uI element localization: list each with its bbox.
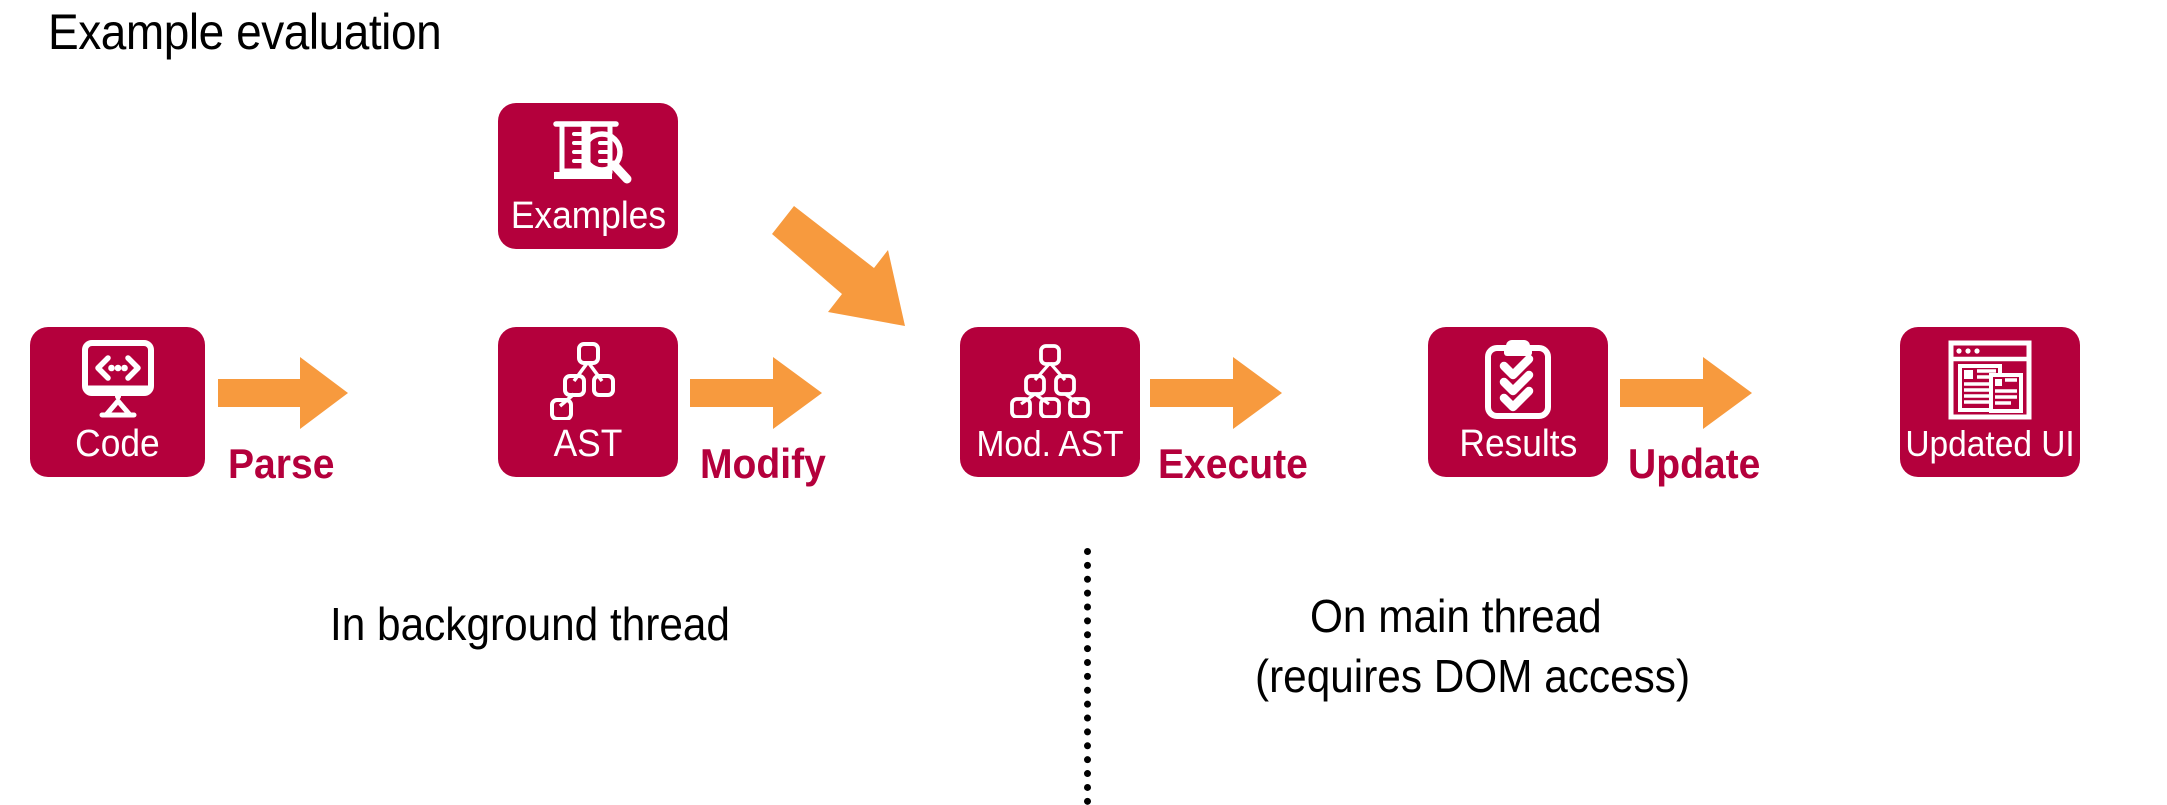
arrow-update (1620, 357, 1752, 429)
arrow-label-parse: Parse (228, 440, 335, 487)
node-box-mod-ast[interactable]: Mod. AST (960, 327, 1140, 477)
node-box-ast[interactable]: AST (498, 327, 678, 477)
node-box-updated-ui[interactable]: Updated UI (1900, 327, 2080, 477)
node-box-examples[interactable]: Examples (498, 103, 678, 249)
node-label-examples: Examples (510, 195, 666, 237)
node-box-results[interactable]: Results (1428, 327, 1608, 477)
node-label-results: Results (1459, 423, 1577, 465)
tree-large-icon (960, 327, 1140, 423)
arrow-examples-to-mod-ast (770, 198, 930, 330)
annotation-dom-access: (requires DOM access) (1255, 650, 1691, 702)
node-box-code[interactable]: Code (30, 327, 205, 477)
node-label-updated-ui: Updated UI (1905, 423, 2075, 464)
tree-small-icon (498, 327, 678, 423)
clipboard-checklist-icon (1428, 327, 1608, 423)
thread-divider-dotted-line (1084, 548, 1091, 805)
arrow-parse (218, 357, 348, 429)
monitor-code-icon (30, 327, 205, 423)
node-label-code: Code (75, 423, 160, 465)
node-label-mod-ast: Mod. AST (976, 423, 1124, 464)
node-label-ast: AST (553, 423, 623, 465)
page-title: Example evaluation (48, 4, 442, 60)
arrow-modify (690, 357, 822, 429)
arrow-label-execute: Execute (1158, 440, 1308, 487)
annotation-background-thread: In background thread (330, 598, 730, 650)
annotation-main-thread: On main thread (1310, 590, 1602, 642)
arrow-execute (1150, 357, 1282, 429)
arrow-label-modify: Modify (700, 440, 826, 487)
arrow-label-update: Update (1628, 440, 1761, 487)
test-tubes-magnifier-icon (498, 103, 678, 195)
browser-window-icon (1900, 327, 2080, 423)
